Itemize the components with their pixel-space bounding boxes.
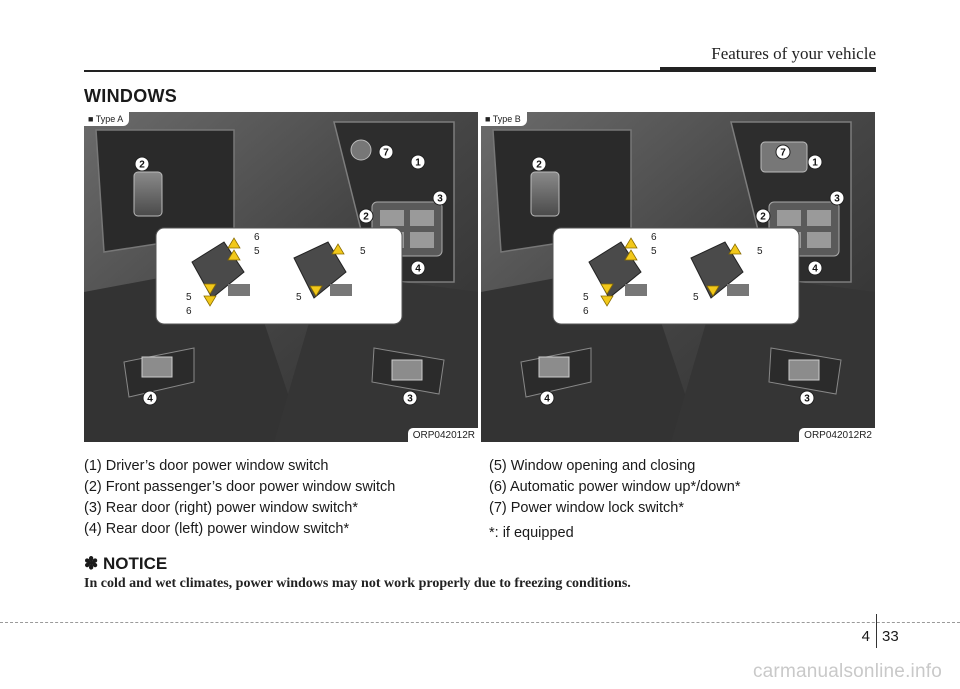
callout-number: 2 xyxy=(760,212,766,223)
callout-marker: 2 xyxy=(755,208,771,224)
type-label: ■ Type A xyxy=(84,112,130,126)
watermark: carmanualsonline.info xyxy=(752,661,942,682)
inset-callout-number: 5 xyxy=(296,292,302,303)
door-switch-illustration: 2 7 1 3 2 4 4 3 6 5 5 6 5 5 xyxy=(84,112,478,442)
callout-number: 1 xyxy=(415,158,421,169)
page-title: WINDOWS xyxy=(84,86,178,106)
inset-callout-number: 6 xyxy=(651,232,657,243)
figure-type-a: 2 7 1 3 2 4 4 3 6 5 5 6 5 5 ■ Type A ORP042012R xyxy=(84,112,478,442)
callout-marker: 2 xyxy=(134,156,150,172)
callout-number: 4 xyxy=(147,394,153,405)
header-rule-accent xyxy=(660,67,876,72)
legend-list-right: (5) Window opening and closing (6) Autom… xyxy=(489,456,740,519)
notice-title: ✽ NOTICE xyxy=(84,554,168,573)
callout-marker: 2 xyxy=(358,208,374,224)
callout-number: 2 xyxy=(363,212,369,223)
inset-callout-number: 5 xyxy=(583,292,589,303)
inset-callout-number: 5 xyxy=(757,246,763,257)
chapter-number: 4 xyxy=(861,628,870,645)
callout-marker: 4 xyxy=(539,390,555,406)
callout-marker: 3 xyxy=(432,190,448,206)
callout-number: 1 xyxy=(812,158,818,169)
figure-code: ORP042012R2 xyxy=(799,428,875,442)
callout-marker: 3 xyxy=(402,390,418,406)
footer-rule xyxy=(0,622,960,623)
callout-marker: 3 xyxy=(829,190,845,206)
callout-number: 2 xyxy=(536,160,542,171)
callout-number: 7 xyxy=(780,148,786,159)
callout-number: 3 xyxy=(407,394,413,405)
page-number: 33 xyxy=(882,628,899,645)
inset-callout-number: 5 xyxy=(360,246,366,257)
section-header: Features of your vehicle xyxy=(711,44,876,63)
inset-callout-number: 5 xyxy=(186,292,192,303)
notice-text: In cold and wet climates, power windows … xyxy=(84,576,631,591)
type-label: ■ Type B xyxy=(481,112,527,126)
inset-callout-number: 5 xyxy=(651,246,657,257)
figure-type-b: 2 7 1 3 2 4 4 3 6 5 5 6 5 5 ■ Type B ORP042012R2 xyxy=(481,112,875,442)
legend-item: (4) Rear door (left) power window switch… xyxy=(84,521,350,537)
inset-callout-number: 6 xyxy=(186,306,192,317)
callout-marker: 7 xyxy=(378,144,394,160)
header-rule xyxy=(84,70,876,72)
callout-number: 3 xyxy=(804,394,810,405)
legend-item: (6) Automatic power window up*/down* xyxy=(489,479,741,495)
legend-item: (5) Window opening and closing xyxy=(489,458,696,474)
inset-callout-number: 6 xyxy=(254,232,260,243)
callout-number: 4 xyxy=(812,264,818,275)
legend-item: (3) Rear door (right) power window switc… xyxy=(84,500,358,516)
callout-marker: 4 xyxy=(410,260,426,276)
callout-marker: 7 xyxy=(775,144,791,160)
callout-marker: 4 xyxy=(807,260,823,276)
callout-marker: 4 xyxy=(142,390,158,406)
callout-number: 3 xyxy=(834,194,840,205)
inset-callout-number: 6 xyxy=(583,306,589,317)
callout-number: 4 xyxy=(415,264,421,275)
footnote: *: if equipped xyxy=(489,525,574,541)
callout-number: 2 xyxy=(139,160,145,171)
callout-marker: 1 xyxy=(410,154,426,170)
legend-item: (1) Driver’s door power window switch xyxy=(84,458,329,474)
door-switch-illustration: 2 7 1 3 2 4 4 3 6 5 5 6 5 5 xyxy=(481,112,875,442)
inset-callout-number: 5 xyxy=(693,292,699,303)
legend-item: (7) Power window lock switch* xyxy=(489,500,685,516)
legend-list-left: (1) Driver’s door power window switch (2… xyxy=(84,456,395,540)
inset-callout-number: 5 xyxy=(254,246,260,257)
callout-number: 7 xyxy=(383,148,389,159)
figure-code: ORP042012R xyxy=(407,428,478,442)
legend-item: (2) Front passenger’s door power window … xyxy=(84,479,396,495)
footer-divider xyxy=(876,614,877,648)
callout-marker: 2 xyxy=(531,156,547,172)
callout-number: 4 xyxy=(544,394,550,405)
callout-marker: 3 xyxy=(799,390,815,406)
callout-number: 3 xyxy=(437,194,443,205)
callout-marker: 1 xyxy=(807,154,823,170)
